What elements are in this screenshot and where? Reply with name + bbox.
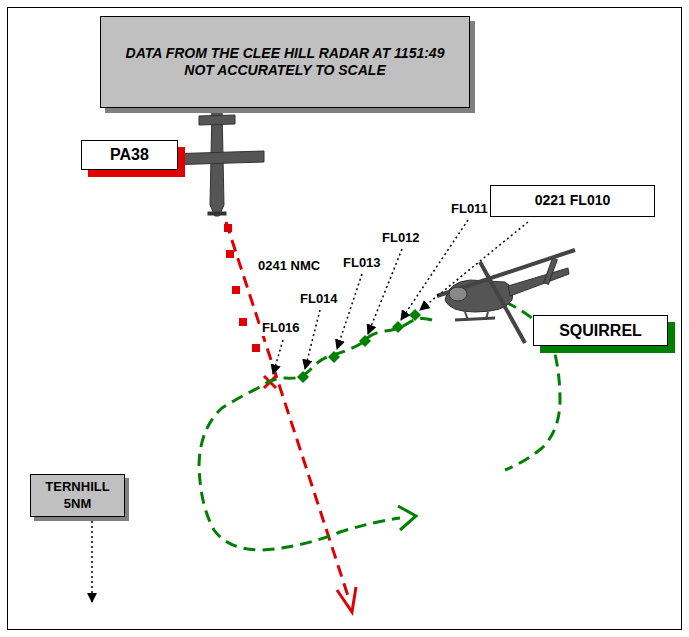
node-text: SQUIRREL bbox=[559, 321, 642, 341]
node-text: PA38 bbox=[110, 145, 149, 165]
flight-level: FL014 bbox=[298, 291, 340, 307]
node-text: TERNHILL 5NM bbox=[37, 479, 118, 512]
track-arrowhead bbox=[398, 506, 416, 530]
title-panel: DATA FROM THE CLEE HILL RADAR AT 1151:49… bbox=[100, 16, 470, 108]
aircraft-label: SQUIRREL bbox=[533, 315, 668, 346]
direction-box: TERNHILL 5NM bbox=[30, 474, 125, 517]
callout-box: 0221 FL010 bbox=[490, 185, 655, 217]
squirrel-markers bbox=[297, 309, 421, 383]
node-text: 0221 FL010 bbox=[535, 192, 611, 210]
flight-level: FL013 bbox=[341, 255, 383, 271]
flight-level: FL012 bbox=[380, 230, 422, 246]
squirrel-track bbox=[199, 302, 560, 550]
aircraft-silhouette bbox=[166, 108, 264, 216]
aircraft-label: PA38 bbox=[81, 140, 178, 170]
pa38-track bbox=[224, 222, 356, 612]
frame-border bbox=[8, 8, 682, 630]
flight-level: FL016 bbox=[260, 320, 302, 336]
flight-level: FL011 bbox=[449, 201, 490, 217]
leader-lines bbox=[92, 220, 528, 602]
node-text: DATA FROM THE CLEE HILL RADAR AT 1151:49… bbox=[112, 45, 458, 80]
squawk-label: 0241 NMC bbox=[256, 258, 322, 274]
